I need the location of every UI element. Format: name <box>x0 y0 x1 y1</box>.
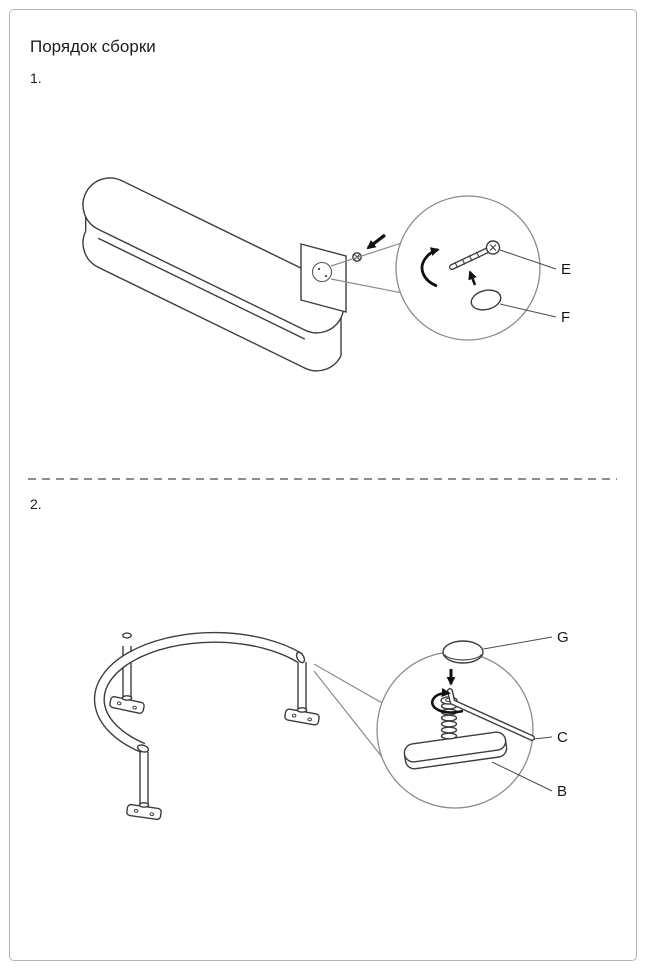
mounting-plate <box>300 243 347 313</box>
bench-panel-line <box>97 237 306 340</box>
rail-end-cap <box>295 651 306 664</box>
rail-end-cap <box>136 744 150 753</box>
callout-leader-lines <box>330 242 401 294</box>
detail-circle <box>395 195 541 341</box>
push-arrow-icon <box>468 270 477 286</box>
section-divider <box>28 478 617 480</box>
post-knob <box>122 632 132 639</box>
plate-hole <box>311 261 333 283</box>
screw-icon <box>449 240 501 270</box>
label-b: B <box>557 783 567 800</box>
small-screw-icon <box>352 252 362 262</box>
allen-key-icon <box>447 688 535 741</box>
rotate-arrow-icon <box>430 688 464 714</box>
step2-illustration: G C B <box>93 629 569 821</box>
rail-tube-inner <box>95 633 303 752</box>
rail-post-middle <box>109 646 145 714</box>
step1-number: 1. <box>30 70 42 86</box>
label-e: E <box>561 261 571 278</box>
plate-dot <box>317 267 321 271</box>
label-f-leader <box>499 303 557 318</box>
page-border <box>9 9 637 961</box>
page-title: Порядок сборки <box>30 37 156 56</box>
label-c-leader <box>533 736 553 740</box>
rail-post-right <box>284 662 320 726</box>
foot-plate <box>284 708 320 726</box>
label-g-leader <box>483 636 553 650</box>
cap-icon <box>442 640 484 664</box>
label-f: F <box>561 309 570 326</box>
label-b-leader <box>491 761 553 792</box>
insert-arrow-icon <box>366 233 386 250</box>
label-g: G <box>557 629 569 646</box>
plate-dot <box>324 274 328 278</box>
callout-leader-lines <box>313 663 383 758</box>
step2-number: 2. <box>30 496 42 512</box>
rail-post-front <box>126 752 162 821</box>
rotate-arrow-icon <box>420 247 440 288</box>
rail-illustration <box>93 631 320 821</box>
rail-end-slab <box>403 731 508 770</box>
label-e-leader <box>499 249 557 270</box>
label-c: C <box>557 729 568 746</box>
detail-callout-step1: E F <box>395 195 571 341</box>
step1-illustration: E F <box>82 177 571 372</box>
detail-callout-step2: G C B <box>376 629 569 809</box>
cap-icon <box>470 289 502 311</box>
